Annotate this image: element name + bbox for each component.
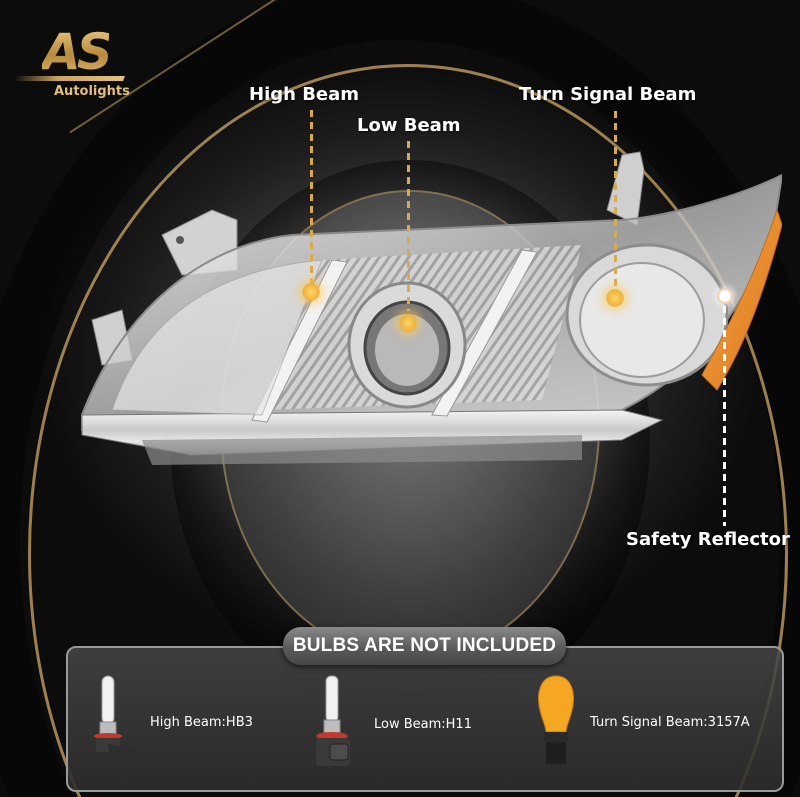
headlight-assembly-image bbox=[81, 151, 782, 465]
bulb-item-turn-signal: Turn Signal Beam:3157A bbox=[526, 672, 750, 772]
bulbs-not-included-badge: BULBS ARE NOT INCLUDED bbox=[283, 627, 566, 665]
halogen-bulb-hb3-icon bbox=[94, 675, 134, 768]
safety-reflector-leader-line bbox=[723, 306, 726, 526]
low-beam-leader-line bbox=[407, 141, 410, 311]
brand-logo: AS Autolights bbox=[13, 18, 144, 108]
bulb-label-turn-signal: Turn Signal Beam:3157A bbox=[590, 714, 750, 730]
high-beam-leader-line bbox=[310, 110, 313, 285]
callout-safety-reflector: Safety Reflector bbox=[626, 529, 790, 550]
low-beam-marker-dot bbox=[399, 314, 417, 332]
callout-turn-signal-beam: Turn Signal Beam bbox=[519, 84, 697, 105]
bulb-label-high-beam: High Beam:HB3 bbox=[150, 714, 253, 730]
logo-swoosh bbox=[13, 76, 125, 81]
safety-reflector-marker-dot bbox=[717, 288, 733, 304]
logo-mark: AS bbox=[42, 23, 113, 81]
halogen-bulb-h11-icon bbox=[316, 675, 350, 766]
bulb-item-low-beam: Low Beam:H11 bbox=[308, 674, 472, 774]
bulb-label-low-beam: Low Beam:H11 bbox=[374, 716, 472, 732]
bulbs-info-panel bbox=[66, 646, 784, 792]
callout-low-beam: Low Beam bbox=[357, 115, 461, 136]
brand-name: Autolights bbox=[54, 84, 130, 99]
turn-signal-marker-dot bbox=[606, 289, 624, 307]
turn-signal-leader-line bbox=[614, 111, 617, 291]
callout-high-beam: High Beam bbox=[249, 84, 360, 105]
high-beam-marker-dot bbox=[302, 283, 320, 301]
amber-bulb-3157a-icon bbox=[538, 675, 574, 764]
bulb-item-high-beam: High Beam:HB3 bbox=[86, 672, 253, 772]
